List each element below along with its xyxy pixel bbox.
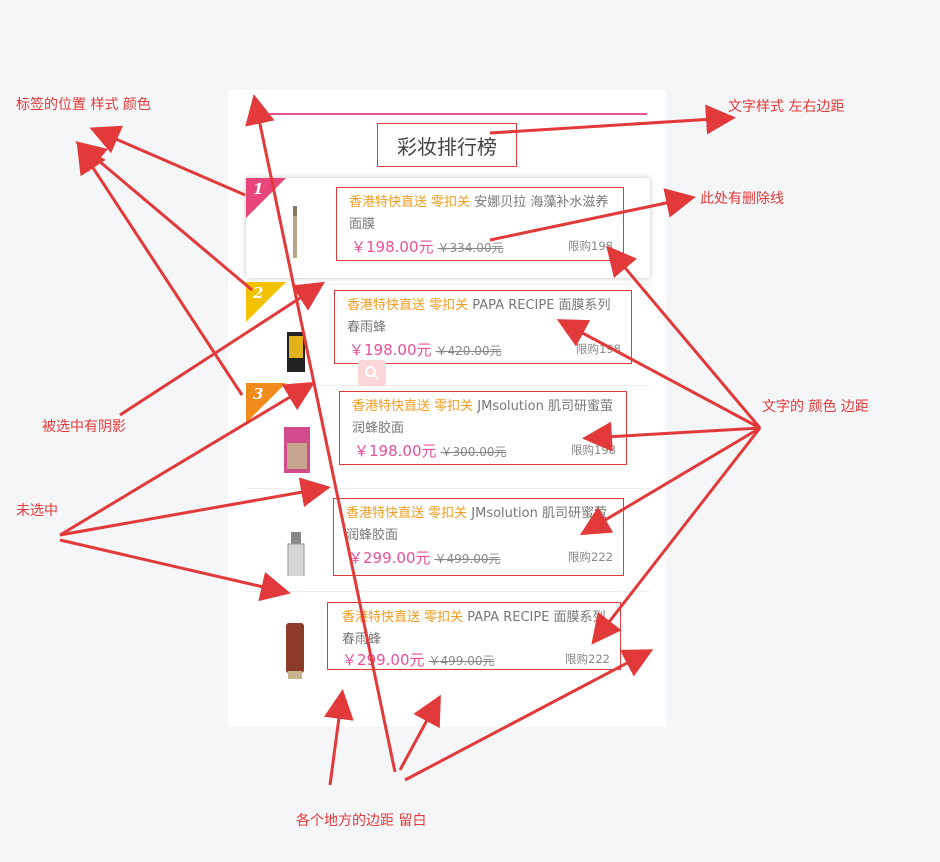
product-price: ￥198.00元￥420.00元 bbox=[349, 341, 502, 359]
annotation-unselected: 未选中 bbox=[16, 503, 58, 519]
annotation-strikethrough: 此处有删除线 bbox=[700, 191, 784, 207]
product-thumbnail bbox=[286, 623, 304, 679]
annotation-text-style-margin: 文字样式 左右边距 bbox=[728, 99, 845, 115]
title-top-line bbox=[250, 113, 647, 115]
annotation-label-position: 标签的位置 样式 颜色 bbox=[16, 97, 151, 113]
product-name: 香港特快直送 零扣关 PAPA RECIPE 面膜系列春雨蜂 bbox=[347, 298, 611, 335]
ranking-item-5[interactable] bbox=[246, 589, 650, 689]
product-price: ￥299.00元￥499.00元 bbox=[348, 549, 501, 567]
original-price: ￥499.00元 bbox=[434, 552, 501, 566]
search-button[interactable] bbox=[358, 360, 386, 386]
ranking-item-3[interactable]: 3 bbox=[246, 383, 650, 483]
shipping-tag: 香港特快直送 零扣关 bbox=[349, 195, 471, 210]
item-divider bbox=[246, 488, 650, 489]
purchase-limit: 限购222 bbox=[568, 550, 613, 564]
product-thumbnail bbox=[293, 206, 297, 258]
product-price: ￥198.00元￥334.00元 bbox=[351, 238, 504, 256]
original-price: ￥420.00元 bbox=[435, 344, 502, 358]
item-divider bbox=[246, 591, 650, 592]
shipping-tag: 香港特快直送 零扣关 bbox=[352, 399, 474, 414]
product-price: ￥299.00元￥499.00元 bbox=[342, 651, 495, 669]
product-name: 香港特快直送 零扣关 JMsolution 肌司研蜜萤润蜂胶面 bbox=[352, 399, 613, 436]
product-thumbnail bbox=[284, 427, 310, 473]
search-icon bbox=[365, 366, 379, 380]
annotation-text-color-margin: 文字的 颜色 边距 bbox=[762, 399, 869, 415]
annotation-selected-shadow: 被选中有阴影 bbox=[42, 419, 126, 435]
item-info-box: 香港特快直送 零扣关 PAPA RECIPE 面膜系列春雨蜂 ￥299.00元￥… bbox=[327, 602, 621, 670]
product-thumbnail bbox=[287, 532, 305, 576]
product-name: 香港特快直送 零扣关 PAPA RECIPE 面膜系列春雨蜂 bbox=[342, 610, 606, 647]
original-price: ￥334.00元 bbox=[437, 241, 504, 255]
product-price: ￥198.00元￥300.00元 bbox=[354, 442, 507, 460]
ranking-item-4[interactable] bbox=[246, 486, 650, 586]
item-info-box: 香港特快直送 零扣关 安娜贝拉 海藻补水滋养面膜 ￥198.00元￥334.00… bbox=[336, 187, 624, 261]
product-name: 香港特快直送 零扣关 安娜贝拉 海藻补水滋养面膜 bbox=[349, 195, 609, 232]
annotation-margins-whitespace: 各个地方的边距 留白 bbox=[296, 813, 427, 829]
item-info-box: 香港特快直送 零扣关 PAPA RECIPE 面膜系列春雨蜂 ￥198.00元￥… bbox=[334, 290, 632, 364]
purchase-limit: 限购222 bbox=[565, 652, 610, 666]
shipping-tag: 香港特快直送 零扣关 bbox=[346, 506, 468, 521]
shipping-tag: 香港特快直送 零扣关 bbox=[347, 298, 469, 313]
original-price: ￥300.00元 bbox=[440, 445, 507, 459]
product-thumbnail bbox=[287, 332, 305, 372]
panel-title: 彩妆排行榜 bbox=[377, 123, 517, 167]
original-price: ￥499.00元 bbox=[428, 654, 495, 668]
item-divider bbox=[246, 284, 650, 285]
item-divider bbox=[246, 385, 650, 386]
item-info-box: 香港特快直送 零扣关 JMsolution 肌司研蜜萤润蜂胶面 ￥299.00元… bbox=[333, 498, 624, 576]
purchase-limit: 限购198 bbox=[568, 239, 613, 253]
shipping-tag: 香港特快直送 零扣关 bbox=[342, 610, 464, 625]
product-name: 香港特快直送 零扣关 JMsolution 肌司研蜜萤润蜂胶面 bbox=[346, 506, 607, 543]
